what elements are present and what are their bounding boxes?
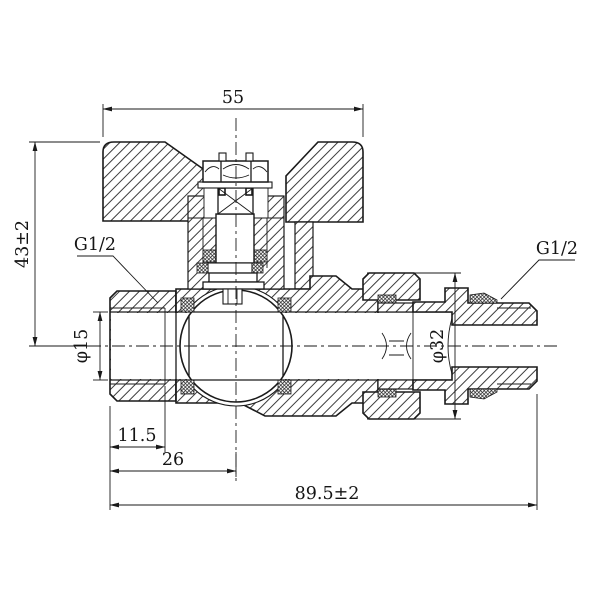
stem-tang [222, 288, 243, 305]
stem-nut [202, 160, 269, 183]
leader-right [500, 259, 575, 300]
thread-label-right: G1/2 [536, 239, 578, 259]
stem [215, 213, 255, 264]
tail-upper-wall [412, 287, 538, 326]
stem-assembly [188, 152, 284, 305]
dimension-left-height: 43±2 [13, 220, 33, 268]
thread-label-left: G1/2 [74, 235, 116, 255]
gasket-bottom [377, 388, 397, 398]
seat-bottom-left [180, 379, 195, 395]
ball-seats [180, 297, 292, 395]
stem-tip-left [218, 152, 227, 162]
packing-seal-right [253, 249, 268, 263]
gasket-top [377, 294, 397, 304]
stem-washer [207, 262, 253, 274]
packing-seal-left [202, 249, 217, 263]
leader-left [77, 255, 159, 304]
thread-minor-lines [497, 307, 531, 385]
stem-flange-lower [202, 281, 265, 290]
dimension-face-to-axis: 26 [162, 450, 184, 470]
handle-right-wing [285, 141, 364, 223]
stem-tip-right [245, 152, 254, 162]
dimension-annotations: 55 43±2 G1/2 φ15 11.5 26 89.5±2 φ32 [13, 88, 578, 510]
tail-seal-top [469, 292, 498, 304]
dimension-diameter-right: φ32 [428, 329, 448, 364]
stem-oring-right [251, 262, 264, 274]
tail-piece [412, 287, 538, 405]
dimension-thread-depth: 11.5 [118, 426, 157, 446]
union-nut [362, 272, 421, 420]
stem-oring-left [196, 262, 209, 274]
tail-seal-bottom [469, 388, 498, 400]
dimension-overall-length: 89.5±2 [295, 484, 360, 504]
seat-top-left [180, 297, 195, 313]
seat-bottom-right [277, 379, 292, 395]
square-section-cross [217, 187, 254, 215]
dimension-top-width: 55 [222, 88, 244, 108]
seat-top-right [277, 297, 292, 313]
stem-flange-upper [208, 272, 258, 283]
tail-lower-wall [412, 366, 538, 405]
dimension-bore-left: φ15 [72, 329, 92, 364]
nut-washer [197, 181, 273, 189]
